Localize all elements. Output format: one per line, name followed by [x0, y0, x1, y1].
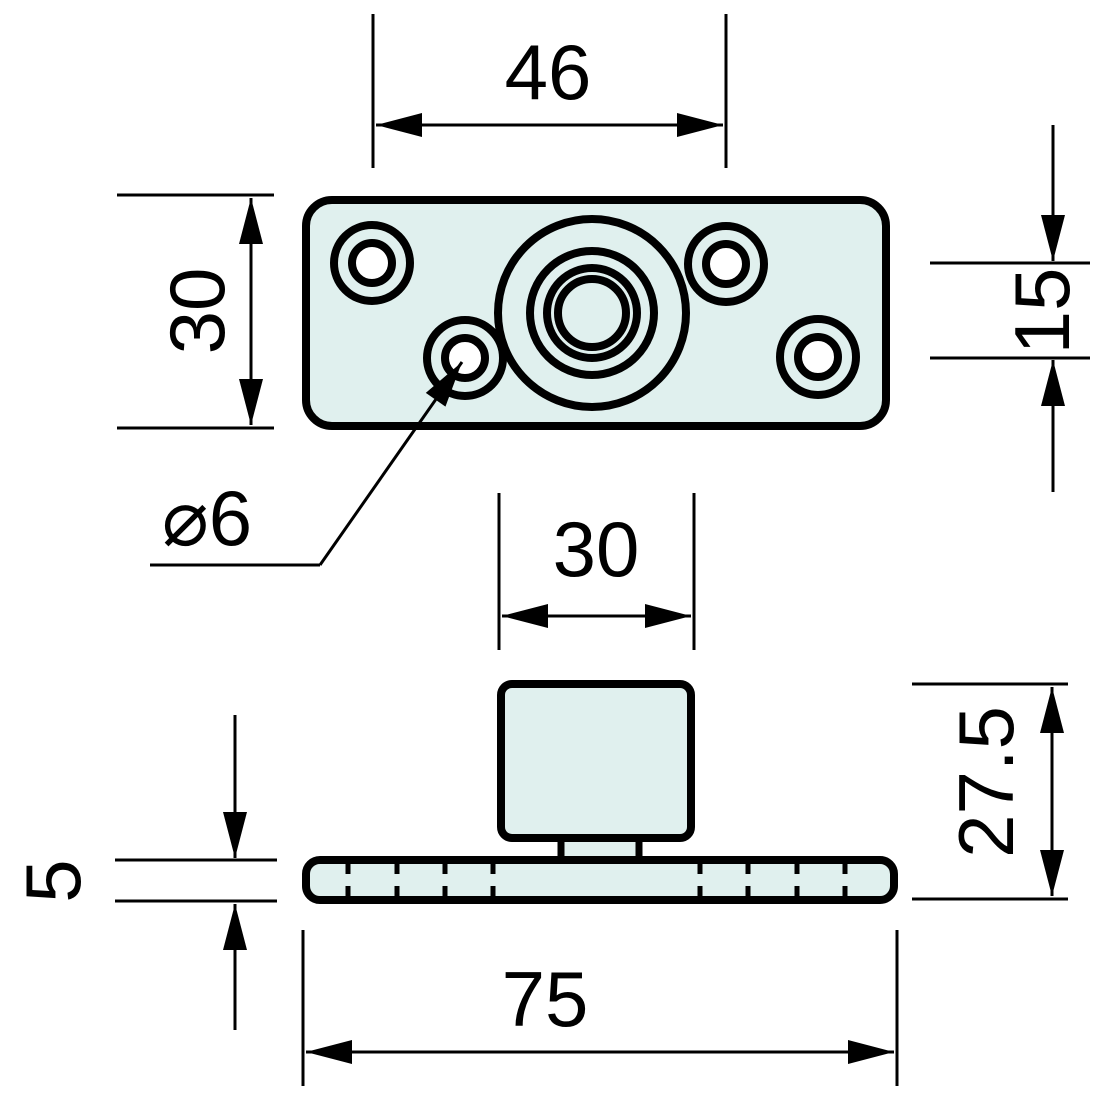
- dim-boss-width: 30: [497, 493, 696, 650]
- dim-label-plate-height: 30: [153, 268, 241, 355]
- mounting-hole-top-left: [330, 221, 414, 305]
- hole-bore: [441, 334, 489, 382]
- boss-ring-outer: [494, 215, 690, 411]
- dim-hole-spacing-horizontal: 46: [371, 14, 728, 168]
- base-plate-serrations: [345, 860, 848, 900]
- dim-hole-row-spacing: 15: [930, 125, 1090, 492]
- dim-label-hole-row-spacing: 15: [998, 268, 1086, 355]
- boss-ring-inner: [554, 275, 630, 351]
- dim-base-thickness: 5: [9, 715, 277, 1030]
- dim-label-overall-height: 27.5: [942, 706, 1030, 858]
- dim-plate-height: 30: [117, 193, 274, 430]
- dim-hole-diameter: ⌀6: [150, 361, 464, 567]
- mounting-hole-bottom-right: [776, 315, 860, 399]
- mounting-hole-bottom-left: [423, 316, 507, 400]
- hole-bore: [702, 240, 750, 288]
- boss-block: [497, 680, 695, 842]
- hole-bore: [348, 239, 396, 287]
- mounting-hole-top-right: [684, 222, 768, 306]
- front-view: [302, 680, 898, 904]
- base-plate: [302, 856, 898, 904]
- dim-label-hole-spacing-horizontal: 46: [505, 28, 592, 116]
- dim-overall-height: 27.5: [912, 682, 1068, 901]
- center-boss: [494, 215, 690, 411]
- dim-base-width: 75: [301, 930, 899, 1086]
- dim-label-boss-width: 30: [553, 505, 640, 593]
- dim-label-base-thickness: 5: [9, 859, 97, 902]
- leader-line: [318, 361, 464, 566]
- boss-ring-2: [526, 247, 658, 379]
- dim-label-base-width: 75: [502, 955, 589, 1043]
- dim-label-hole-diameter: ⌀6: [162, 474, 252, 562]
- boss-ring-3: [543, 264, 641, 362]
- hole-bore: [794, 333, 842, 381]
- top-view: [302, 196, 890, 430]
